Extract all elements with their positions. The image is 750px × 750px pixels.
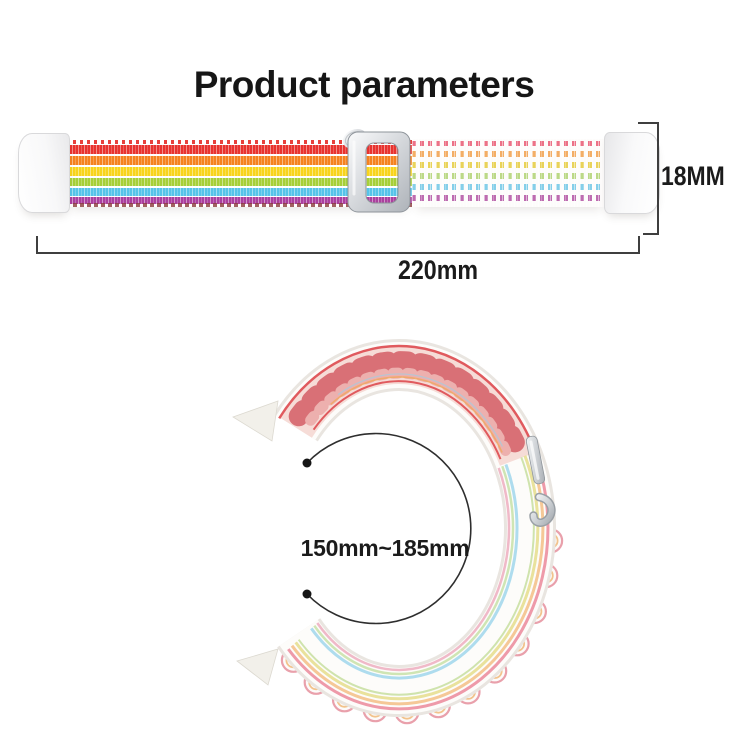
arc-end-dot	[302, 458, 312, 468]
width-dim-tick-top	[638, 122, 658, 124]
slider-buckle	[342, 129, 411, 213]
width-dim-line	[657, 122, 659, 235]
width-dim-tick-bottom	[643, 233, 658, 235]
ring-pastel-stripes-segment	[287, 450, 550, 711]
length-dim-tick-left	[36, 236, 38, 253]
band-fabric-back	[412, 139, 606, 207]
ring-metal-hook-icon	[529, 492, 556, 527]
ring-loop-texture-segment	[278, 344, 537, 466]
arc-end-dot	[302, 589, 312, 599]
wrist-size-arc	[302, 432, 472, 625]
wrist-size-label: 150mm~185mm	[300, 535, 470, 561]
right-adapter-connector	[604, 132, 660, 214]
length-dim-line	[36, 252, 640, 254]
left-adapter-connector	[18, 133, 70, 213]
buckle-frame-icon	[347, 131, 411, 213]
page-title: Product parameters	[193, 64, 535, 105]
ring-bottom-end-tip	[236, 648, 279, 686]
length-dim-tick-right	[638, 236, 640, 253]
ring-top-end-tip	[232, 400, 279, 442]
width-dimension-label: 18MM	[661, 161, 725, 191]
length-dimension-label: 220mm	[397, 255, 479, 285]
ring-metal-bar-icon	[525, 435, 546, 485]
